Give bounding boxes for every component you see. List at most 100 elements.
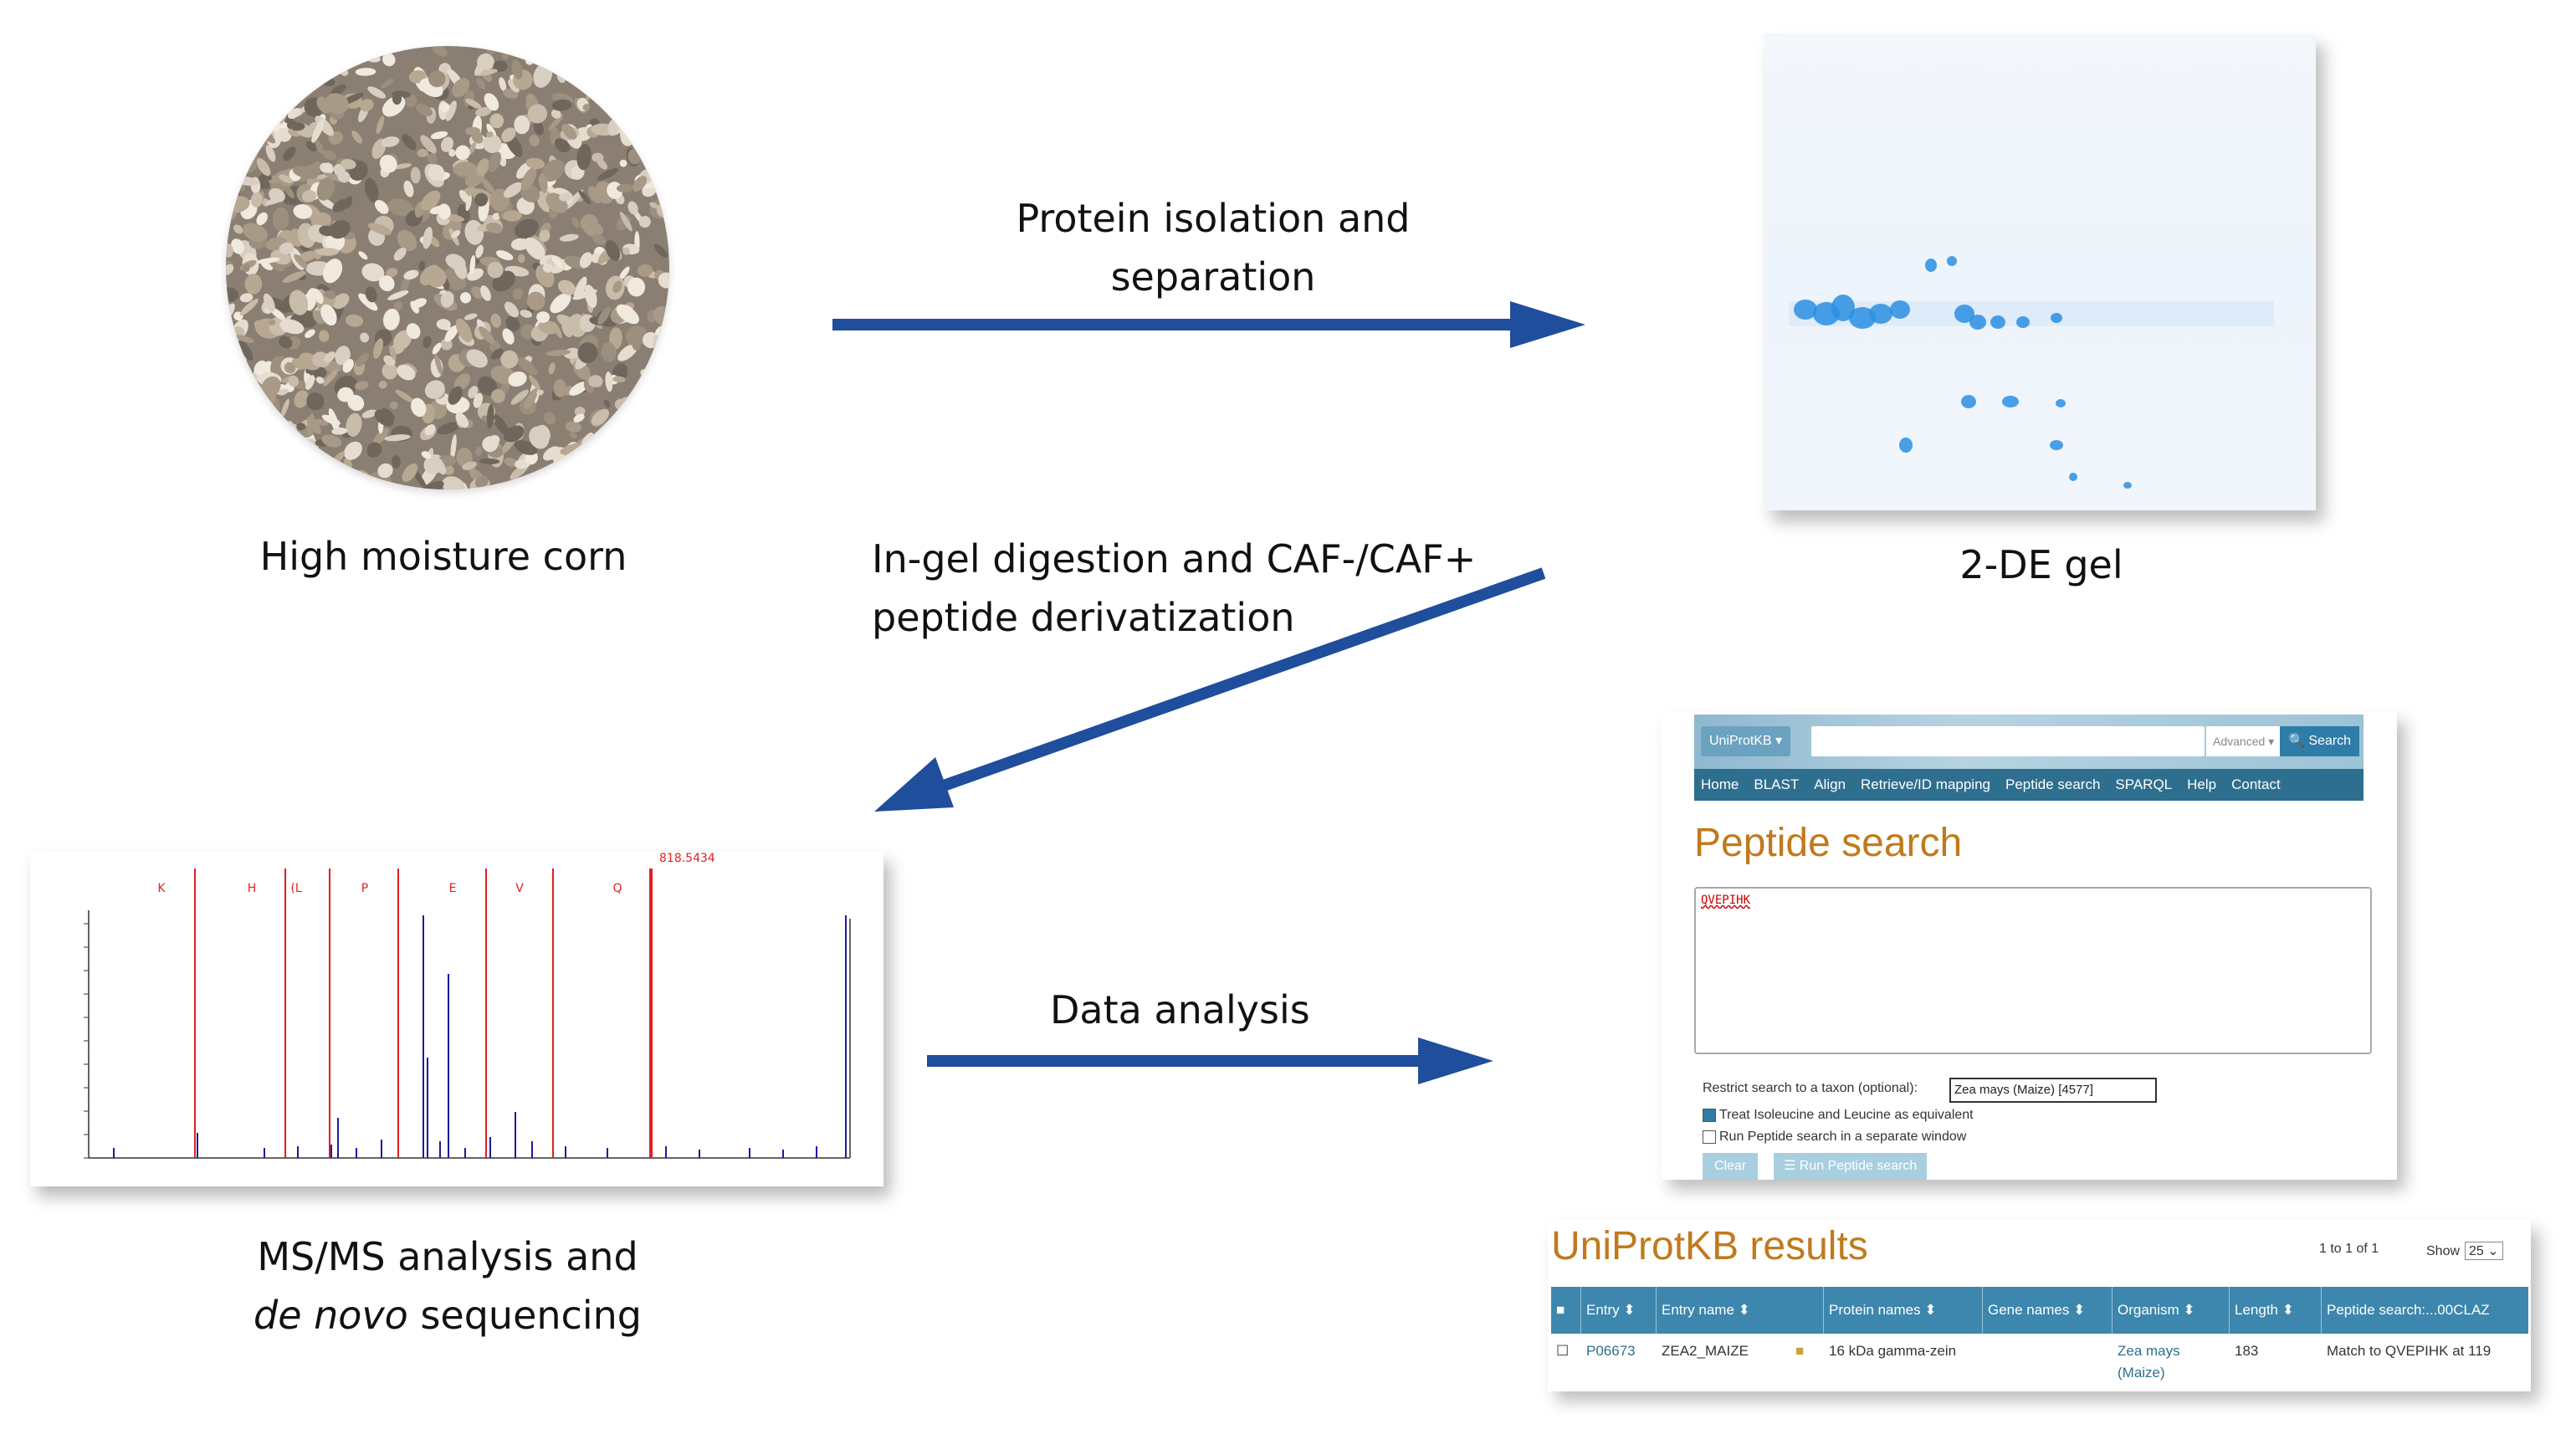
gel-spot bbox=[1954, 305, 1974, 323]
gel-spot bbox=[1899, 438, 1913, 453]
corn-fragment bbox=[402, 134, 417, 151]
residue-label: V bbox=[515, 882, 524, 895]
corn-fragment bbox=[278, 388, 289, 396]
col-protein-names[interactable]: Protein names ⬍ bbox=[1824, 1287, 1983, 1334]
data-analysis-label: Data analysis bbox=[1050, 987, 1310, 1032]
corn-fragment bbox=[323, 369, 338, 387]
residue-label: Q bbox=[612, 882, 622, 895]
corn-fragment bbox=[282, 270, 306, 284]
database-selector[interactable]: UniProtKB ▾ bbox=[1701, 726, 1791, 756]
nav-peptide-search[interactable]: Peptide search bbox=[2005, 776, 2101, 792]
residue-label: (L bbox=[290, 882, 301, 895]
corn-fragment bbox=[404, 94, 417, 108]
corn-fragment bbox=[378, 380, 387, 389]
uniprot-header: UniProtKB ▾ Advanced ▾ 🔍 Search bbox=[1694, 715, 2363, 769]
show-label: Show bbox=[2426, 1244, 2461, 1258]
corn-fragment bbox=[574, 407, 586, 417]
corn-fragment bbox=[320, 162, 331, 173]
separate-window-checkbox[interactable] bbox=[1703, 1130, 1716, 1144]
nav-retrieve-id-mapping[interactable]: Retrieve/ID mapping bbox=[1861, 776, 1990, 792]
nav-home[interactable]: Home bbox=[1701, 776, 1739, 792]
gel-spot bbox=[1961, 395, 1976, 408]
corn-fragment bbox=[344, 441, 362, 460]
corn-fragment bbox=[280, 398, 289, 418]
gel-spot bbox=[2016, 316, 2030, 328]
corn-fragment bbox=[360, 332, 370, 343]
col-peptide-search[interactable]: Peptide search:...00CLAZ bbox=[2322, 1287, 2528, 1334]
corn-fragment bbox=[288, 375, 300, 387]
corn-fragment bbox=[265, 145, 276, 162]
gel-spot bbox=[2050, 440, 2063, 450]
corn-fragment bbox=[501, 127, 516, 142]
taxon-input[interactable]: Zea mays (Maize) [4577] bbox=[1949, 1078, 2157, 1103]
corn-fragment bbox=[279, 336, 293, 349]
show-select[interactable]: 25 ⌄ bbox=[2465, 1242, 2503, 1260]
nav-help[interactable]: Help bbox=[2187, 776, 2217, 792]
row-gene-names bbox=[1983, 1337, 2113, 1389]
arrow-isolation-head bbox=[1510, 301, 1585, 348]
corn-fragment bbox=[410, 300, 419, 314]
clear-button[interactable]: Clear bbox=[1703, 1153, 1759, 1180]
corn-fragment bbox=[342, 358, 354, 373]
corn-fragment bbox=[476, 158, 489, 177]
col-length[interactable]: Length ⬍ bbox=[2230, 1287, 2322, 1334]
corn-fragment bbox=[637, 264, 653, 277]
nav-contact[interactable]: Contact bbox=[2231, 776, 2281, 792]
col-gene-names[interactable]: Gene names ⬍ bbox=[1983, 1287, 2113, 1334]
corn-fragment bbox=[627, 201, 638, 215]
gel-spot bbox=[1947, 256, 1957, 266]
peptide-query-textarea[interactable]: QVEPIHK bbox=[1694, 887, 2372, 1054]
corn-fragment bbox=[263, 293, 275, 312]
uniprot-search-input[interactable] bbox=[1811, 726, 2205, 756]
run-peptide-search-button[interactable]: ☰ Run Peptide search bbox=[1774, 1153, 1928, 1180]
corn-fragment bbox=[627, 277, 646, 297]
corn-fragment bbox=[486, 403, 494, 429]
corn-fragment bbox=[559, 192, 573, 202]
results-show: Show 25 ⌄ bbox=[2426, 1242, 2503, 1260]
corn-fragment bbox=[474, 446, 483, 456]
corn-fragment bbox=[294, 390, 309, 408]
search-button[interactable]: 🔍 Search bbox=[2280, 726, 2360, 756]
corn-fragment bbox=[432, 46, 448, 57]
corn-fragment bbox=[314, 418, 329, 426]
gel-spot bbox=[2056, 399, 2066, 407]
corn-fragment bbox=[403, 180, 414, 197]
corn-fragment bbox=[436, 319, 451, 330]
corn-fragment bbox=[518, 254, 525, 264]
nav-align[interactable]: Align bbox=[1814, 776, 1846, 792]
corn-fragment bbox=[649, 202, 658, 209]
corn-fragment bbox=[354, 381, 369, 390]
corn-fragment bbox=[433, 457, 447, 475]
gel-caption: 2-DE gel bbox=[1959, 542, 2123, 587]
gel-spot bbox=[1890, 300, 1910, 319]
corn-fragment bbox=[272, 207, 289, 231]
corn-fragment bbox=[424, 380, 445, 399]
col-entry[interactable]: Entry ⬍ bbox=[1581, 1287, 1657, 1334]
col-entry-name[interactable]: Entry name ⬍ bbox=[1657, 1287, 1824, 1334]
corn-fragment bbox=[490, 313, 502, 328]
corn-fragment bbox=[510, 389, 529, 405]
select-all-checkbox[interactable]: ■ bbox=[1551, 1287, 1581, 1334]
corn-fragment bbox=[524, 237, 545, 260]
corn-fragment bbox=[465, 126, 481, 136]
row-entry[interactable]: P06673 bbox=[1586, 1343, 1636, 1359]
row-organism[interactable]: Zea mays (Maize) bbox=[2118, 1343, 2180, 1381]
corn-fragment bbox=[520, 310, 533, 318]
row-checkbox[interactable]: ☐ bbox=[1556, 1343, 1570, 1359]
corn-fragment bbox=[558, 279, 576, 295]
col-organism[interactable]: Organism ⬍ bbox=[2113, 1287, 2230, 1334]
corn-fragment bbox=[612, 376, 626, 383]
corn-fragment bbox=[256, 257, 280, 264]
equivalent-checkbox[interactable] bbox=[1703, 1108, 1716, 1122]
corn-fragment bbox=[533, 63, 553, 88]
corn-caption: High moisture corn bbox=[259, 534, 627, 579]
nav-blast[interactable]: BLAST bbox=[1754, 776, 1800, 792]
corn-fragment bbox=[500, 350, 519, 369]
corn-fragment bbox=[548, 114, 564, 131]
corn-fragment bbox=[482, 436, 499, 453]
corn-fragment bbox=[619, 266, 630, 280]
nav-sparql[interactable]: SPARQL bbox=[2115, 776, 2173, 792]
advanced-search-button[interactable]: Advanced ▾ bbox=[2206, 726, 2282, 756]
corn-fragment bbox=[365, 286, 377, 303]
